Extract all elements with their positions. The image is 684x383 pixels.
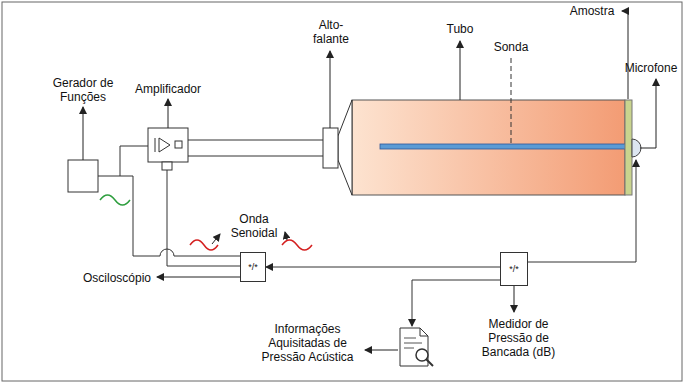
document-icon (404, 343, 422, 344)
leader-line (83, 107, 84, 160)
data-wire (412, 280, 500, 326)
leader-line (157, 277, 240, 278)
microphone (632, 139, 641, 157)
display-symbol: */* (501, 264, 527, 274)
instrument-box: */*Osciloscópio (240, 252, 266, 282)
part-label: Amplificador (130, 82, 206, 96)
signal-wire (98, 146, 148, 176)
signal-wire (167, 170, 240, 266)
amplifier-symbol (159, 138, 170, 152)
sine-wave (100, 195, 130, 205)
speaker-wire (188, 156, 323, 157)
part-label: Informações Aquisitadas de Pressão Acúst… (255, 322, 360, 364)
speaker-cone (338, 100, 352, 195)
part-label: Onda Senoidal (226, 212, 282, 240)
generator-box (68, 160, 98, 192)
document-icon (404, 348, 414, 349)
amplifier-port (162, 162, 172, 170)
part-label: Gerador de Funções (42, 76, 124, 104)
part-label: Tubo (440, 22, 480, 36)
mic-cable (528, 160, 636, 262)
magnifier-icon (426, 359, 433, 366)
leader-line (622, 11, 628, 99)
part-label: Sonda (490, 40, 532, 54)
leader-line (365, 350, 398, 351)
probe-rod (380, 144, 628, 149)
document-icon (404, 338, 416, 339)
sample-disc (625, 100, 632, 195)
amplifier-symbol (175, 141, 182, 148)
amplifier-symbol (155, 138, 156, 152)
leader-line (460, 41, 461, 100)
speaker-body (323, 128, 338, 168)
part-label: Alto-falante (308, 18, 354, 46)
leader-line (212, 234, 220, 244)
document-icon (420, 328, 428, 336)
part-label: Microfone (622, 61, 680, 75)
leader-line (640, 79, 656, 148)
sine-wave (282, 240, 312, 250)
instrument-label: Osciloscópio (83, 271, 151, 285)
leader-line (168, 99, 169, 128)
instrument-label: Medidor de Pressão de Bancada (dB) (471, 317, 566, 359)
document-icon (400, 328, 428, 366)
leader-line (285, 232, 287, 240)
display-symbol: */* (241, 262, 265, 272)
speaker-wire (188, 140, 323, 141)
amplifier-box (148, 128, 188, 162)
signal-connector (266, 267, 500, 268)
signal-wire (120, 176, 240, 256)
probe-leader (511, 58, 512, 143)
leader-line (514, 286, 515, 312)
leader-line (330, 51, 331, 128)
instrument-box: */*Medidor de Pressão de Bancada (dB) (500, 252, 528, 286)
part-label: Amostra (566, 4, 618, 18)
